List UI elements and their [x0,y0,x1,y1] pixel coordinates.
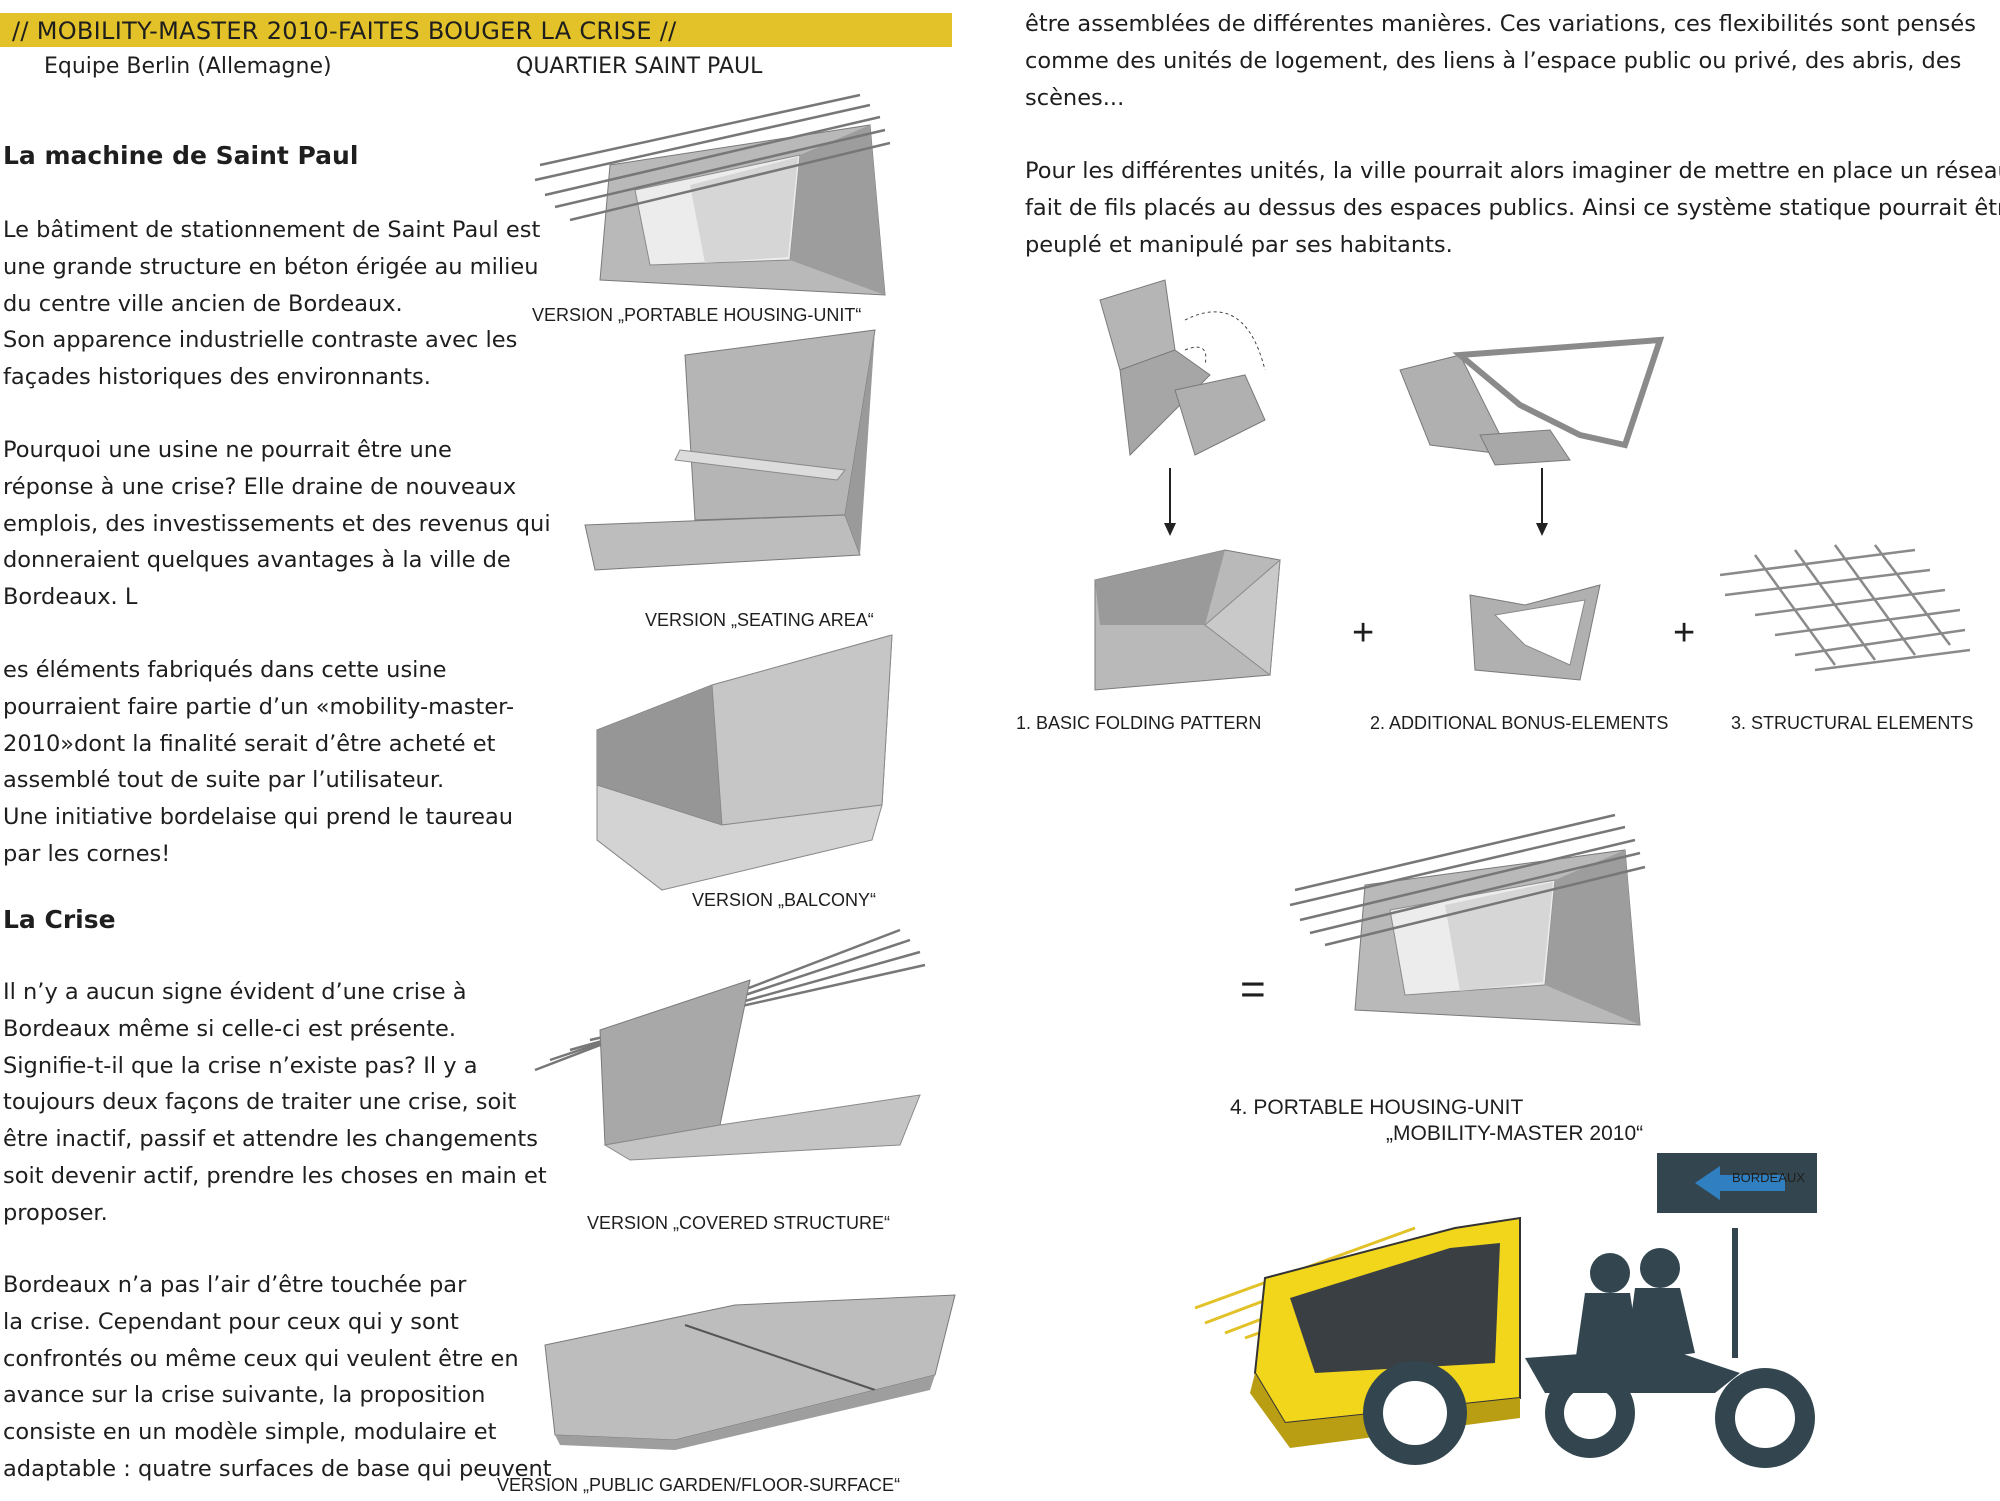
diagram-assembled-unit [1289,813,1646,1026]
paragraph-right-2: Pour les différentes unités, la ville po… [1025,158,2000,258]
diagram-portable-housing [534,93,891,296]
step-4-label: 4. PORTABLE HOUSING-UNIT [1230,1096,1524,1119]
heading-crise: La Crise [3,905,116,934]
diagram-bonus-elements [1469,584,1601,681]
step-1-label: 1. BASIC FOLDING PATTERN [1016,713,1262,733]
step-2-label: 2. ADDITIONAL BONUS-ELEMENTS [1370,713,1669,733]
diagram-folding-flat [1099,279,1266,457]
diagram-covered-structure [534,928,926,1161]
plus-sign-1: + [1352,612,1375,654]
paragraph-4: Il n’y a aucun signe évident d’une crise… [3,979,547,1226]
banner-title: // MOBILITY-MASTER 2010-FAITES BOUGER LA… [12,17,677,45]
caption-v3: VERSION „BALCONY“ [692,890,877,910]
diagram-seating-area [584,329,876,571]
diagram-bonus-flat [1399,336,1665,466]
diagram-public-garden [544,1294,956,1450]
diagram-structural-elements [1719,544,1971,672]
paragraph-right-1: être assemblées de différentes manières.… [1025,11,1976,111]
illustration-motorbike-trailer [1194,1153,1817,1468]
caption-v5: VERSION „PUBLIC GARDEN/FLOOR-SURFACE“ [497,1475,901,1495]
paragraph-5: Bordeaux n’a pas l’air d’être touchée pa… [3,1272,552,1482]
plus-sign-2: + [1673,612,1696,654]
sign-label: BORDEAUX [1732,1170,1805,1185]
team-label: Equipe Berlin (Allemagne) [44,54,332,79]
district-label: QUARTIER SAINT PAUL [516,54,763,79]
diagram-basic-folding-pattern [1094,549,1281,691]
equals-sign: = [1240,965,1266,1014]
arrow-down-1 [1164,468,1176,536]
arrow-down-2 [1536,468,1548,536]
heading-machine: La machine de Saint Paul [3,141,359,170]
step-3-label: 3. STRUCTURAL ELEMENTS [1731,713,1974,733]
caption-v2: VERSION „SEATING AREA“ [645,610,874,630]
step-4-sublabel: „MOBILITY-MASTER 2010“ [1386,1122,1644,1145]
paragraph-1: Le bâtiment de stationnement de Saint Pa… [3,217,541,391]
title-banner: // MOBILITY-MASTER 2010-FAITES BOUGER LA… [0,13,952,47]
sign-arrow-icon [1695,1166,1785,1200]
diagram-balcony [596,634,893,891]
caption-v1: VERSION „PORTABLE HOUSING-UNIT“ [532,305,862,325]
caption-v4: VERSION „COVERED STRUCTURE“ [587,1213,891,1233]
